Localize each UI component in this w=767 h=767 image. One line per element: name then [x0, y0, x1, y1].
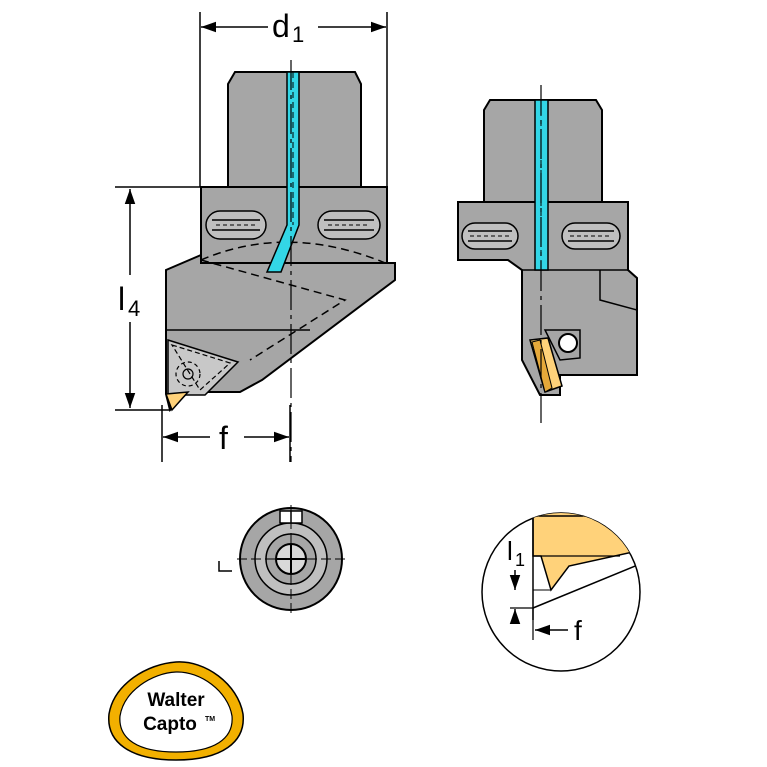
front-insert — [164, 338, 240, 412]
l1-subscript: 1 — [515, 550, 525, 570]
l1-label: l — [507, 536, 513, 566]
l4-label: l — [118, 281, 125, 317]
logo-trademark: TM — [205, 716, 215, 723]
side-clamp-left — [461, 222, 519, 250]
side-clamp-right — [561, 222, 621, 250]
front-view — [164, 60, 396, 462]
d1-label: d — [272, 8, 290, 44]
logo-text-capto: Capto — [143, 714, 197, 735]
f-detail-label: f — [574, 615, 582, 646]
dim-l4: l 4 — [115, 186, 201, 411]
front-clamp-right — [317, 210, 381, 240]
front-clamp-left — [205, 210, 267, 240]
d1-subscript: 1 — [292, 22, 304, 47]
dim-d1: d 1 — [199, 8, 388, 187]
side-insert — [529, 329, 581, 393]
logo-text-walter: Walter — [147, 690, 205, 711]
dim-f-front: f — [161, 405, 291, 462]
f-front-label: f — [219, 420, 228, 456]
side-view — [457, 85, 638, 425]
detail-view: l 1 f — [481, 512, 641, 672]
bottom-view — [218, 505, 345, 615]
walter-capto-logo: Walter Capto TM — [108, 661, 244, 761]
l4-subscript: 4 — [128, 296, 140, 321]
